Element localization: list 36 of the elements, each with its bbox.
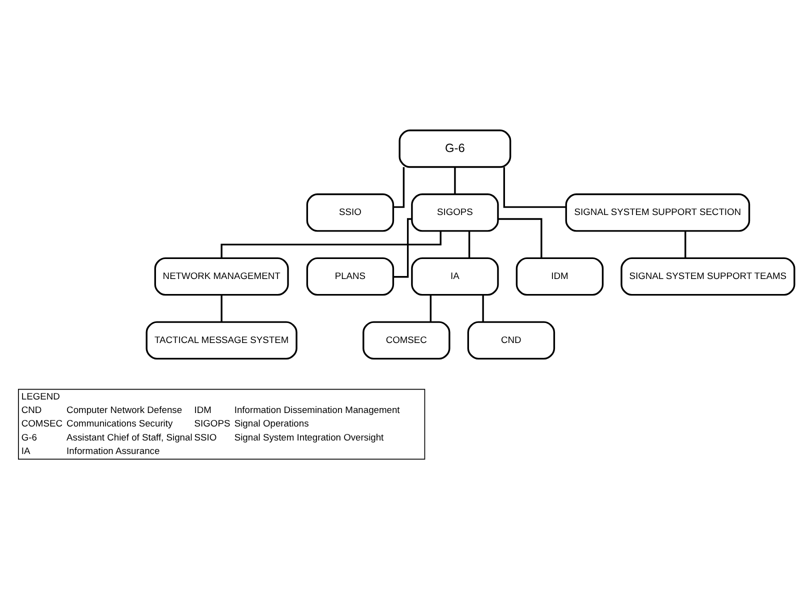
label: Assistant Chief of Staff, Signal [66, 432, 192, 442]
connector [220, 294, 222, 322]
connector [498, 218, 542, 258]
label: Signal Operations [234, 418, 309, 428]
node-box: PLANS [306, 256, 394, 296]
label: SSIO [194, 432, 217, 442]
node-box: SIGNAL SYSTEM SUPPORT TEAMS [620, 256, 796, 296]
label: IA [21, 445, 30, 456]
label: LEGEND [21, 390, 60, 401]
node-box: CND [467, 320, 556, 360]
node-box: NETWORK MANAGEMENT [154, 256, 289, 296]
connector [430, 294, 432, 322]
node-box: SSIO [306, 192, 394, 232]
node-box: SIGNAL SYSTEM SUPPORT SECTION [565, 192, 750, 232]
label: COMSEC [21, 418, 63, 428]
node-box: IDM [516, 256, 604, 296]
node-box: SIGOPS [411, 192, 499, 232]
label: SIGOPS [194, 418, 230, 428]
label: G-6 [21, 432, 38, 442]
node-box: TACTICAL MESSAGE SYSTEM [146, 320, 298, 360]
label: Signal System Integration Oversight [234, 432, 384, 442]
node-box: IA [411, 256, 499, 296]
node-box: COMSEC [362, 320, 450, 360]
connector [468, 230, 470, 258]
connector [684, 230, 686, 258]
label: Communications Security [66, 418, 173, 428]
node-box: G-6 [398, 129, 512, 168]
label: Information Assurance [66, 445, 160, 456]
label: IDM [194, 404, 212, 415]
connector [482, 294, 484, 322]
connector [393, 166, 405, 208]
connector [503, 166, 566, 208]
label: Computer Network Defense [66, 404, 182, 415]
label: CND [21, 404, 42, 415]
label: Information Dissemination Management [234, 404, 400, 415]
connector [454, 166, 456, 194]
